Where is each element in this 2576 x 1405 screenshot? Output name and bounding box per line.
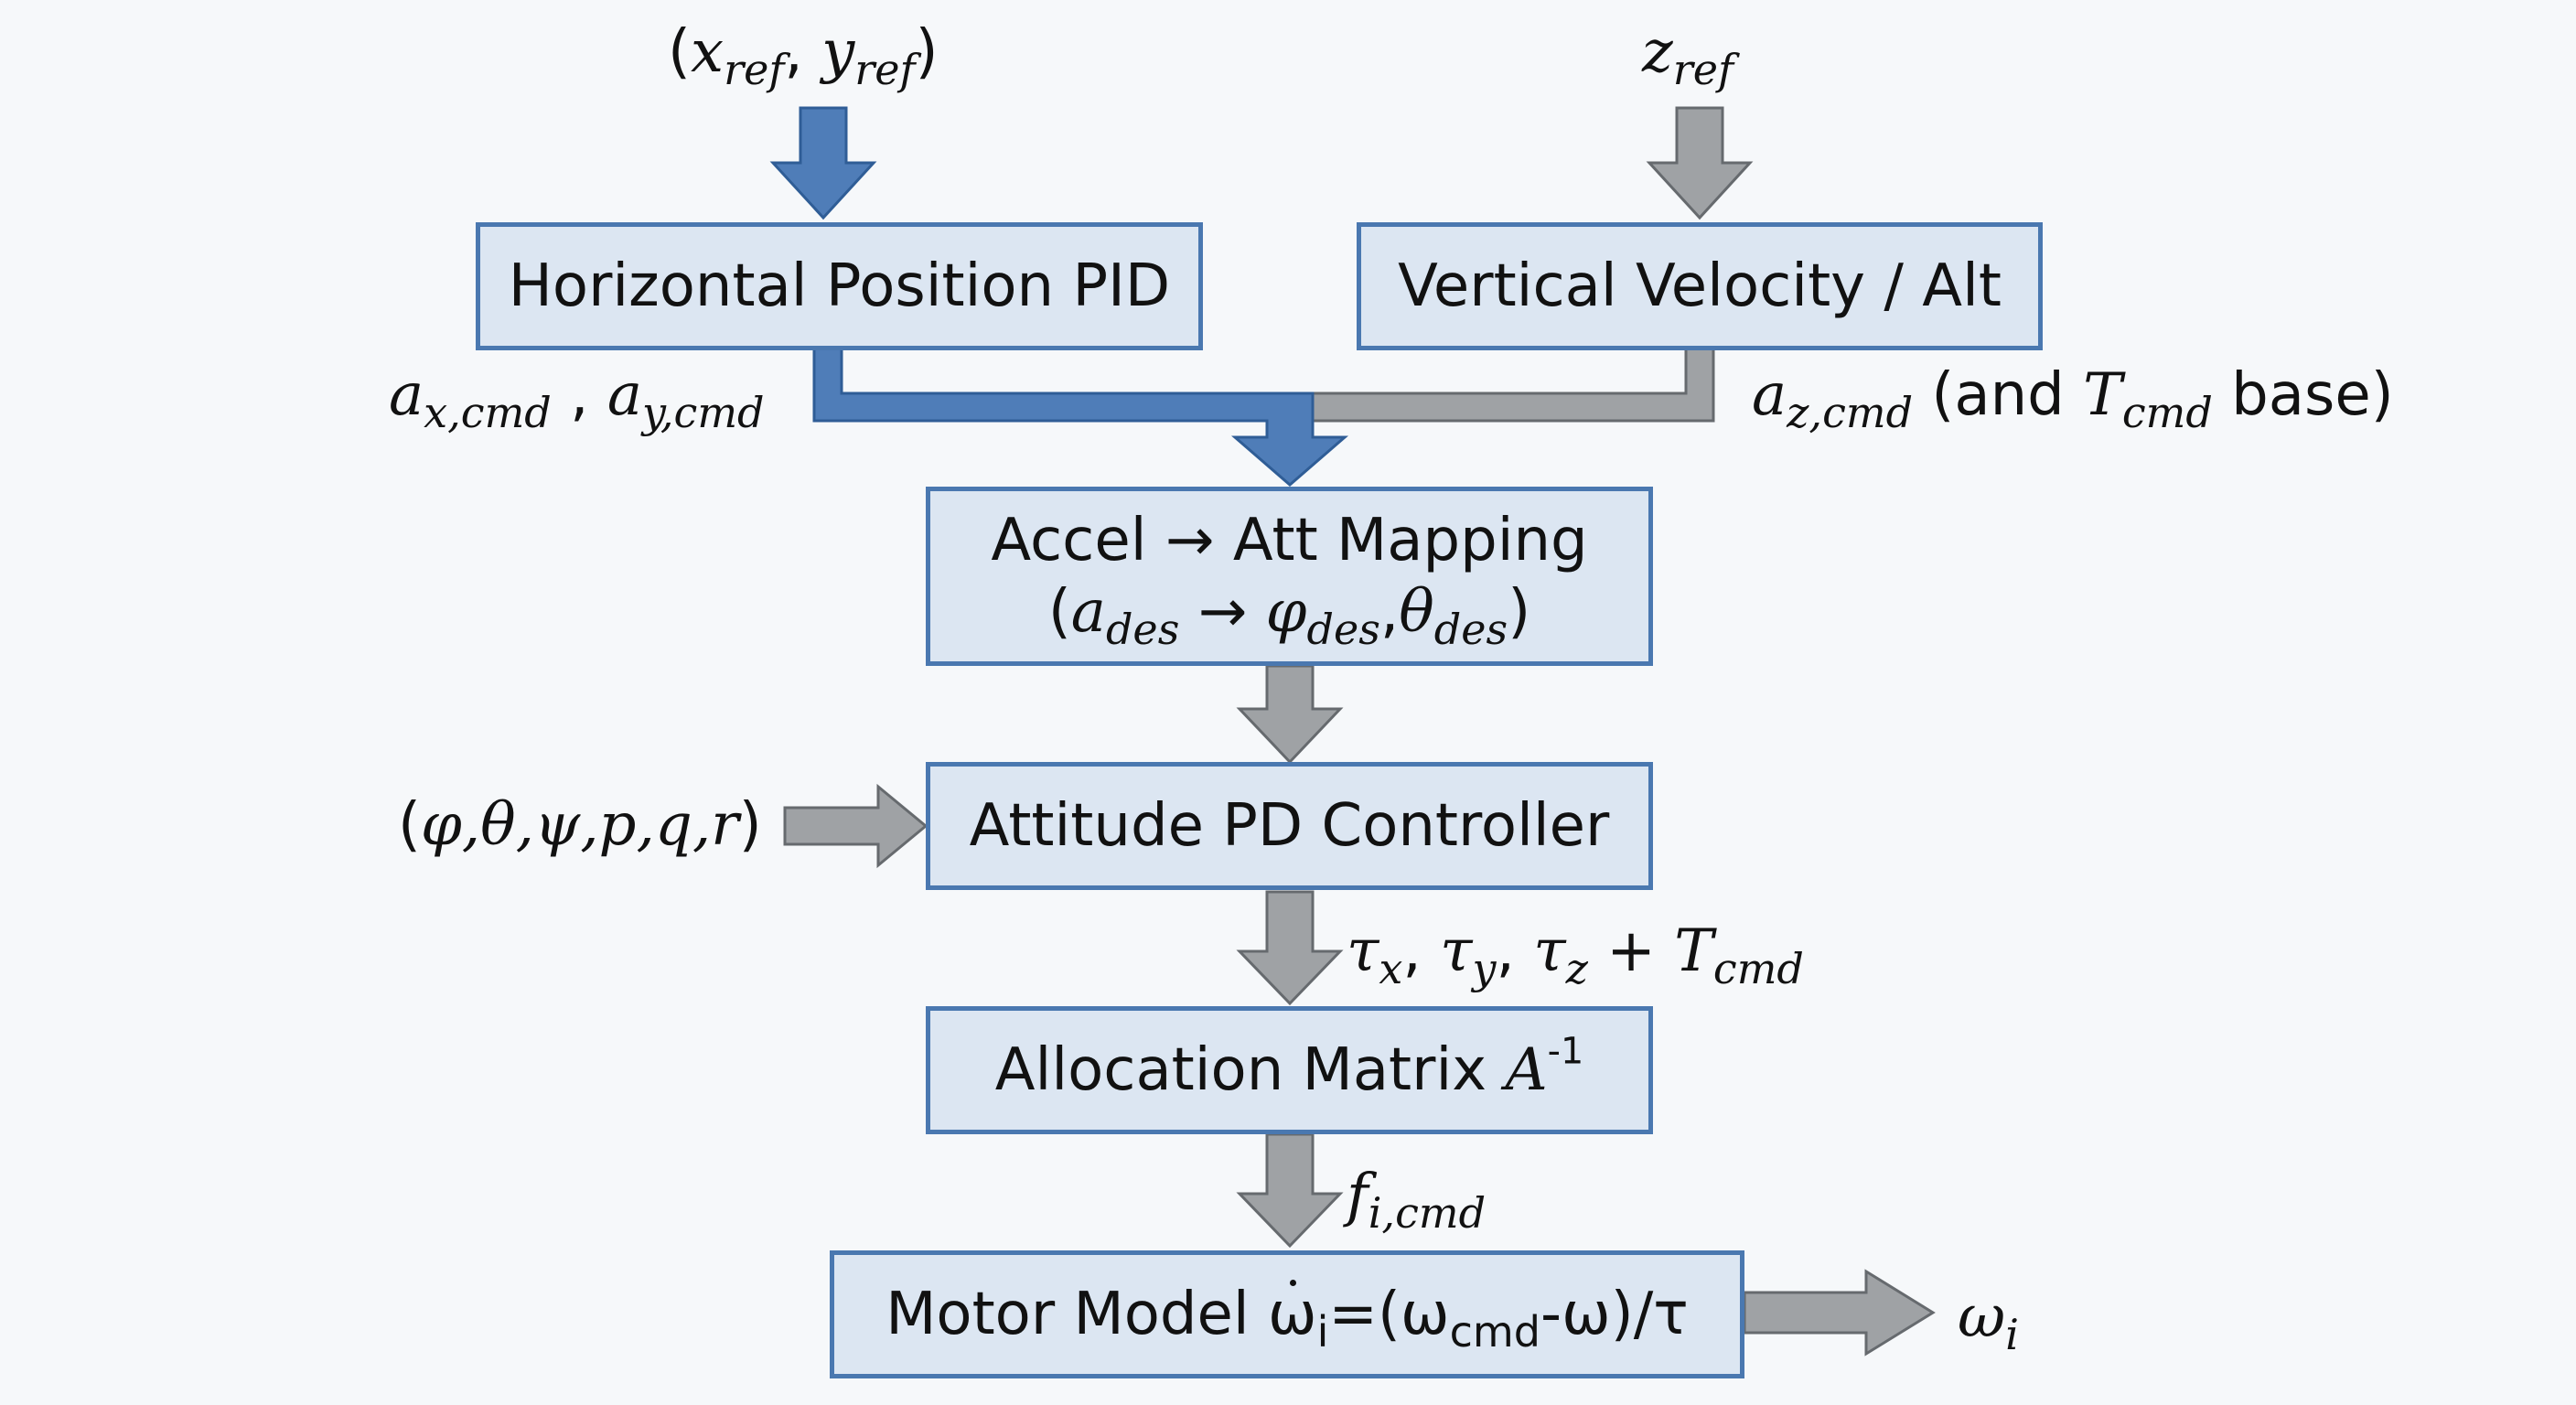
attitude-pd-controller-label: Attitude PD Controller [969,791,1610,860]
attitude-pd-controller-block: Attitude PD Controller [926,762,1653,890]
arrow-allocation-to-motor [1236,1132,1344,1249]
force-cmd-label: fi,cmd [1347,1162,1487,1238]
vertical-velocity-alt-block: Vertical Velocity / Alt [1357,222,2043,350]
vertical-velocity-alt-label: Vertical Velocity / Alt [1398,252,2002,320]
attitude-state-label: (φ,θ,ψ,p,q,r) [398,791,762,859]
accel-att-mapping-title: Accel → Att Mapping [991,506,1588,574]
motor-model-label: Motor Model ωi=(ωcmd-ω)/τ [886,1280,1689,1357]
arrow-attitude-to-allocation [1236,890,1344,1006]
allocation-matrix-label: Allocation Matrix A-1 [994,1030,1584,1104]
arrow-state-to-attitude [783,783,928,869]
torques-thrust-label: τx, τy, τz + Tcmd [1347,917,1804,993]
horizontal-position-pid-block: Horizontal Position PID [476,222,1203,350]
arrow-accel-to-attitude [1236,664,1344,765]
arrow-horizontal-to-accel [812,346,1349,487]
accel-att-mapping-block: Accel → Att Mapping (ades → φdes,θdes) [926,487,1653,666]
z-ref-label: zref [1642,18,1734,94]
accel-att-mapping-formula: (ades → φdes,θdes) [1047,578,1531,654]
horizontal-position-pid-label: Horizontal Position PID [508,252,1171,320]
axy-cmd-label: ax,cmd , ay,cmd [389,361,765,437]
arrow-vertical-to-merge [1297,346,1715,423]
arrow-zref-to-vertical [1646,106,1754,220]
xy-ref-label: (xref, yref) [668,18,939,94]
omega-output-label: ωi [1958,1283,2019,1359]
az-cmd-label: az,cmd (and Tcmd base) [1752,361,2394,437]
motor-model-block: Motor Model ωi=(ωcmd-ω)/τ [830,1250,1744,1378]
arrow-xyref-to-horizontal [769,106,877,220]
arrow-motor-output [1743,1269,1936,1357]
allocation-matrix-block: Allocation Matrix A-1 [926,1006,1653,1134]
